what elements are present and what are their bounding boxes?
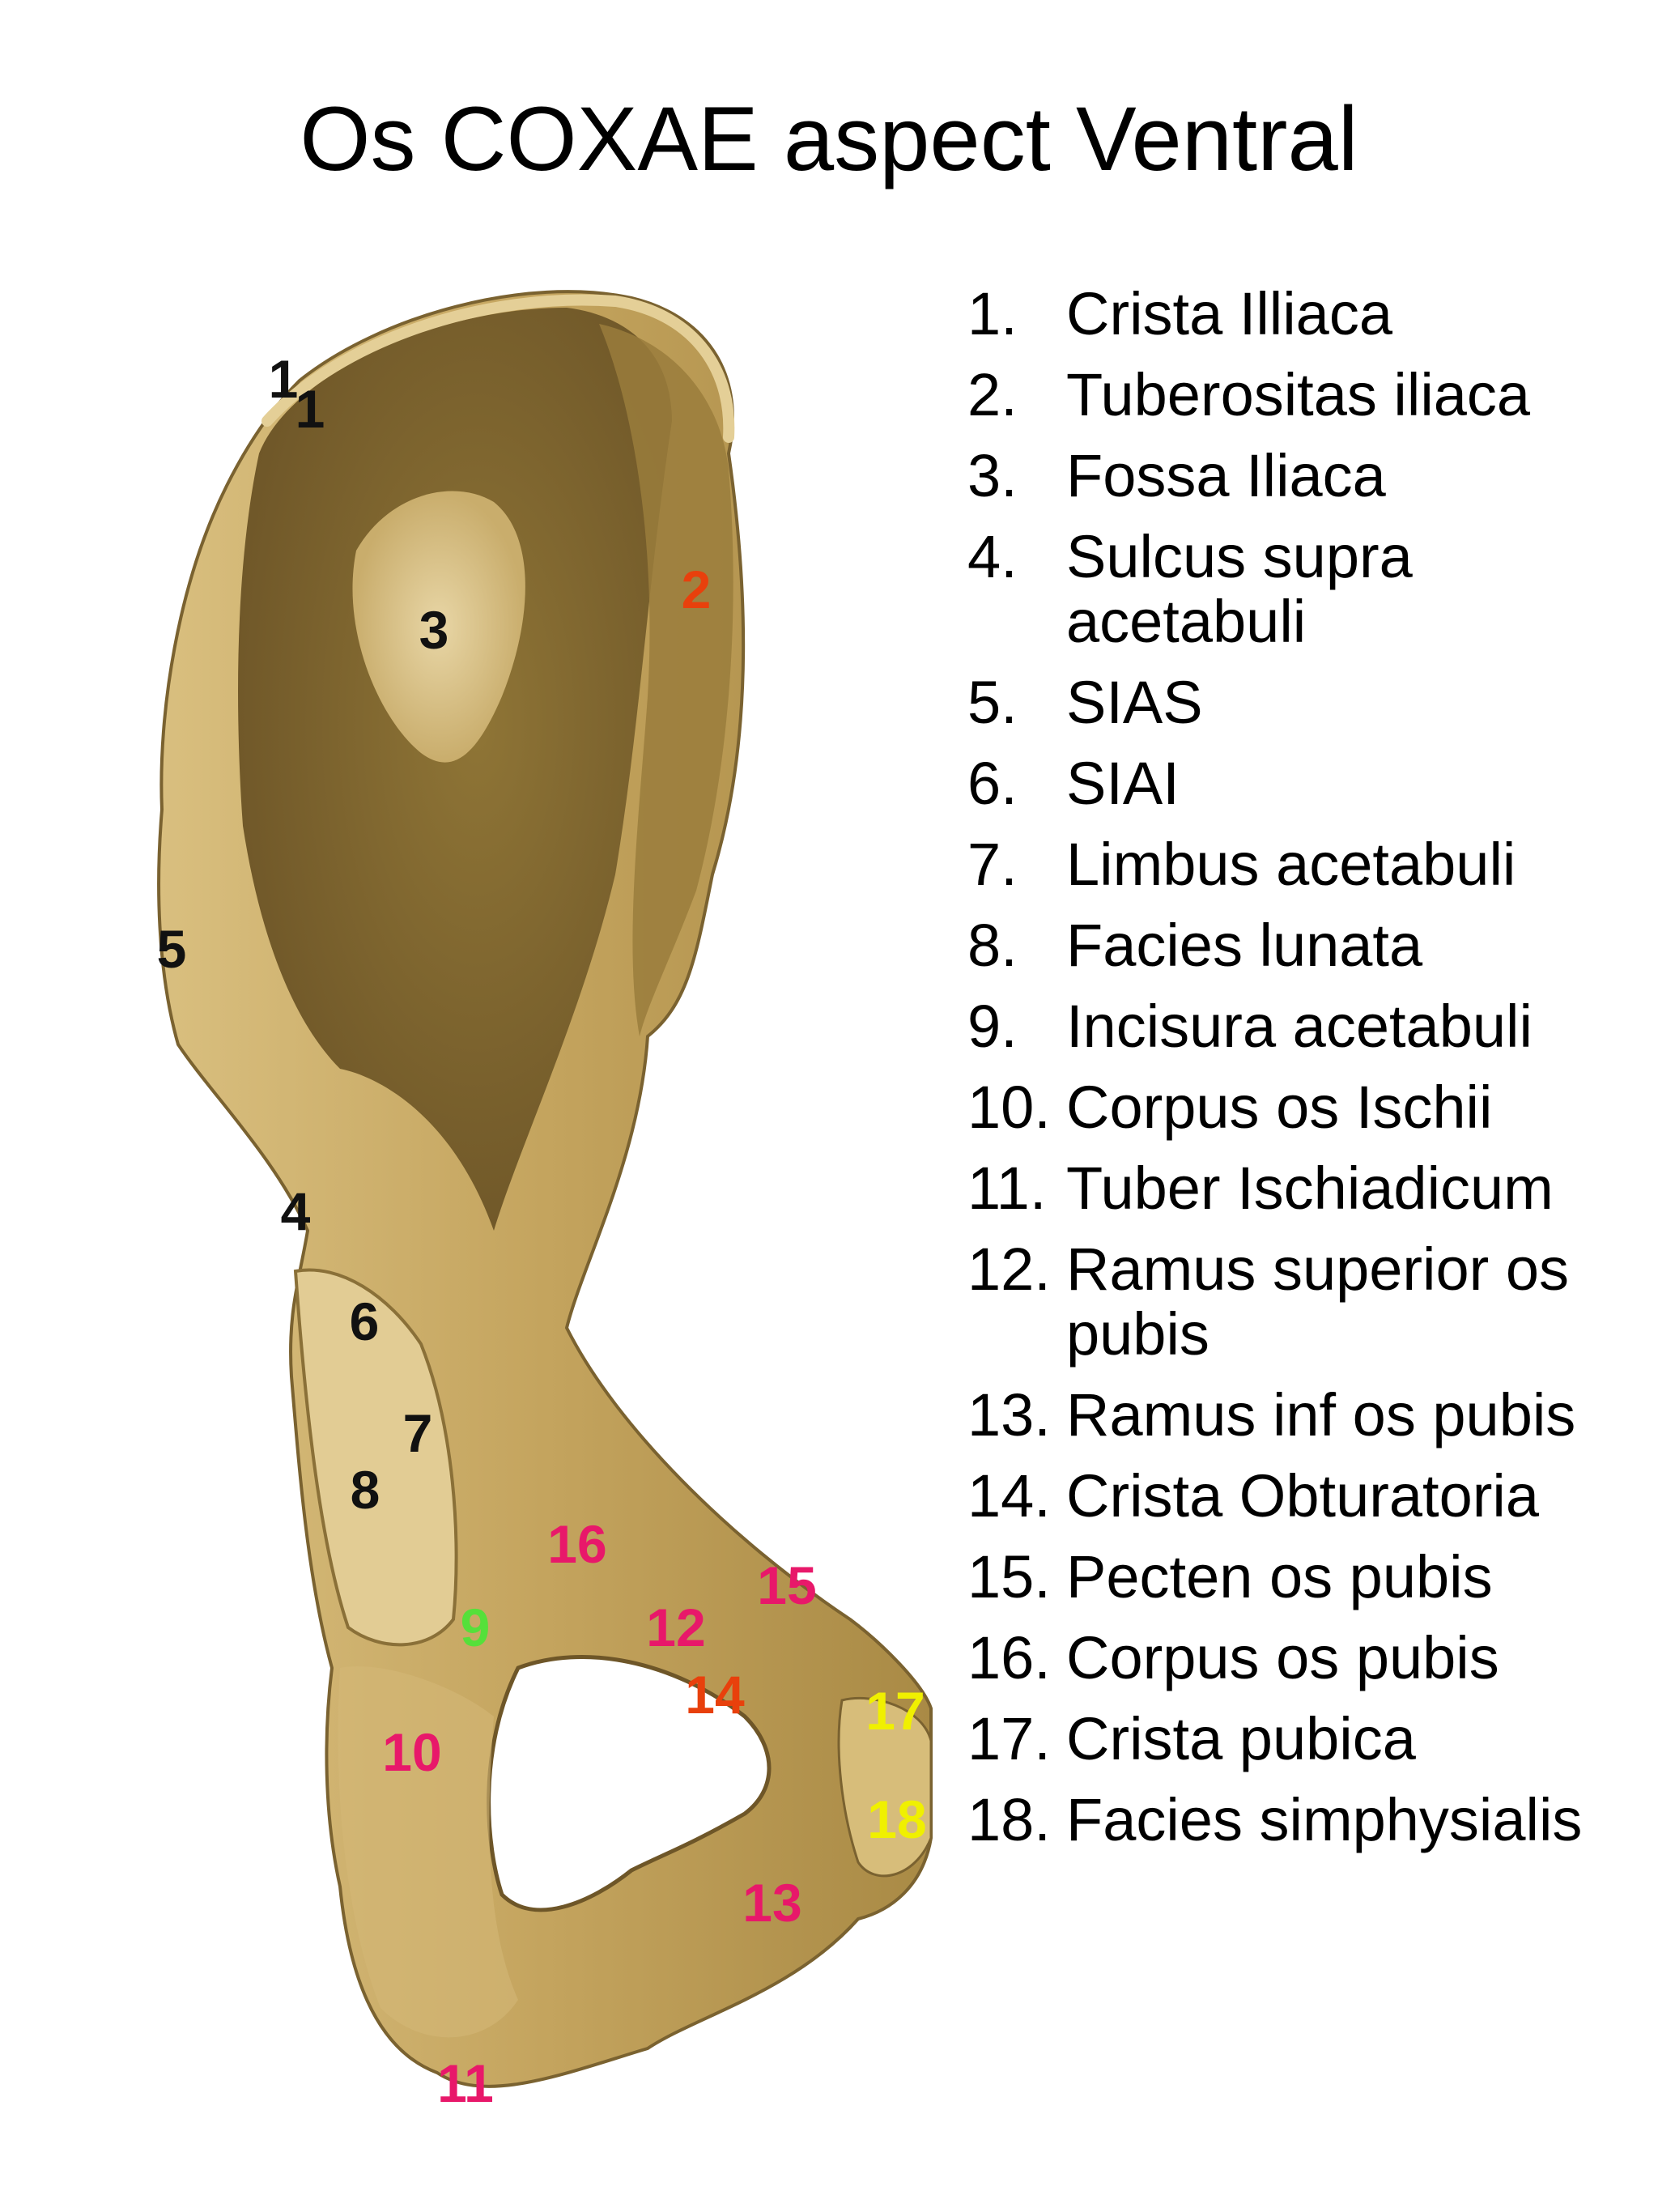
legend-list: 1. Crista Illiaca 2. Tuberositas iliaca 3.… (967, 282, 1639, 1869)
legend-item: 4. Sulcus supra acetabuli (967, 525, 1639, 654)
marker-17: 17 (865, 1681, 925, 1741)
legend-term: Crista Obturatoria (1066, 1462, 1539, 1529)
legend-term: SIAI (1066, 750, 1180, 817)
legend-term: Limbus acetabuli (1066, 831, 1516, 898)
legend-item: 6. SIAI (967, 751, 1639, 816)
marker-15: 15 (757, 1555, 817, 1615)
marker-13: 13 (742, 1873, 802, 1933)
legend-term: Facies lunata (1066, 912, 1423, 979)
legend-term: Tuberositas iliaca (1066, 361, 1531, 428)
obturator-foramen (487, 1655, 772, 1912)
marker-2: 2 (681, 559, 712, 619)
marker-6: 6 (349, 1291, 380, 1351)
legend-number: 1. (967, 280, 1018, 347)
legend-item: 14.Crista Obturatoria (967, 1464, 1639, 1529)
legend-term: Ramus superior os pubis (1066, 1236, 1570, 1368)
marker-1b: 1 (295, 379, 325, 439)
legend-item: 9. Incisura acetabuli (967, 994, 1639, 1059)
legend-term: Corpus os Ischii (1066, 1074, 1493, 1141)
marker-8: 8 (350, 1460, 380, 1520)
legend-item: 11. Tuber Ischiadicum (967, 1156, 1639, 1221)
pubic-symphysis-region (837, 1696, 933, 1878)
legend-term: Crista Illiaca (1066, 280, 1392, 347)
legend-term: Facies simphysialis (1066, 1786, 1583, 1853)
legend-number: 8. (967, 912, 1018, 979)
legend-item: 2. Tuberositas iliaca (967, 363, 1639, 428)
legend-term: Ramus inf os pubis (1066, 1381, 1576, 1448)
legend-item: 12.Ramus superior os pubis (967, 1237, 1639, 1367)
iliac-crest-rim (261, 294, 735, 443)
legend-number: 14. (967, 1462, 1051, 1529)
legend-item: 15.Pecten os pubis (967, 1545, 1639, 1610)
marker-12: 12 (646, 1597, 706, 1657)
legend-number: 13. (967, 1381, 1051, 1448)
legend-item: 16.Corpus os pubis (967, 1626, 1639, 1691)
legend-number: 15. (967, 1543, 1051, 1610)
legend-term: Fossa Iliaca (1066, 442, 1386, 509)
legend-term: SIAS (1066, 669, 1203, 736)
marker-11: 11 (437, 2053, 494, 2113)
marker-9: 9 (460, 1597, 491, 1657)
ischium-region (338, 1666, 518, 2038)
legend-number: 10. (967, 1074, 1051, 1141)
legend-number: 18. (967, 1786, 1051, 1853)
legend-term: Pecten os pubis (1066, 1543, 1493, 1610)
legend-item: 8. Facies lunata (967, 913, 1639, 978)
legend-term: Corpus os pubis (1066, 1624, 1499, 1691)
page-title: Os COXAE aspect Ventral (300, 88, 1358, 189)
legend-term: Incisura acetabuli (1066, 993, 1533, 1060)
legend-term: Tuber Ischiadicum (1066, 1155, 1554, 1222)
marker-4: 4 (280, 1181, 311, 1241)
legend-number: 3. (967, 442, 1018, 509)
legend-number: 7. (967, 831, 1018, 898)
acetabulum-region (293, 1268, 458, 1647)
legend-number: 12. (967, 1236, 1051, 1303)
legend-number: 17. (967, 1705, 1051, 1772)
marker-1a: 1 (268, 349, 299, 409)
legend-term: Crista pubica (1066, 1705, 1416, 1772)
legend-number: 16. (967, 1624, 1051, 1691)
tuberositas-region (599, 324, 733, 1036)
marker-10: 10 (382, 1722, 442, 1782)
marker-3: 3 (419, 600, 449, 660)
fossa-light-patch (352, 491, 525, 763)
marker-14: 14 (685, 1665, 745, 1725)
legend-item: 5. SIAS (967, 670, 1639, 735)
legend-item: 7. Limbus acetabuli (967, 832, 1639, 897)
legend-number: 2. (967, 361, 1018, 428)
legend-item: 3. Fossa Iliaca (967, 444, 1639, 508)
legend-item: 10.Corpus os Ischii (967, 1075, 1639, 1140)
marker-5: 5 (156, 919, 187, 979)
legend-item: 13.Ramus inf os pubis (967, 1383, 1639, 1448)
legend-item: 18.Facies simphysialis (967, 1788, 1639, 1853)
fossa-iliaca-region (238, 308, 672, 1231)
marker-7: 7 (402, 1403, 433, 1463)
marker-18: 18 (867, 1789, 927, 1849)
legend-number: 11. (967, 1155, 1047, 1222)
legend-number: 5. (967, 669, 1018, 736)
legend-number: 6. (967, 750, 1018, 817)
marker-16: 16 (547, 1514, 607, 1574)
legend-number: 4. (967, 523, 1018, 590)
legend-item: 17.Crista pubica (967, 1707, 1639, 1772)
legend-number: 9. (967, 993, 1018, 1060)
legend-item: 1. Crista Illiaca (967, 282, 1639, 347)
legend-term: Sulcus supra acetabuli (1066, 523, 1413, 655)
